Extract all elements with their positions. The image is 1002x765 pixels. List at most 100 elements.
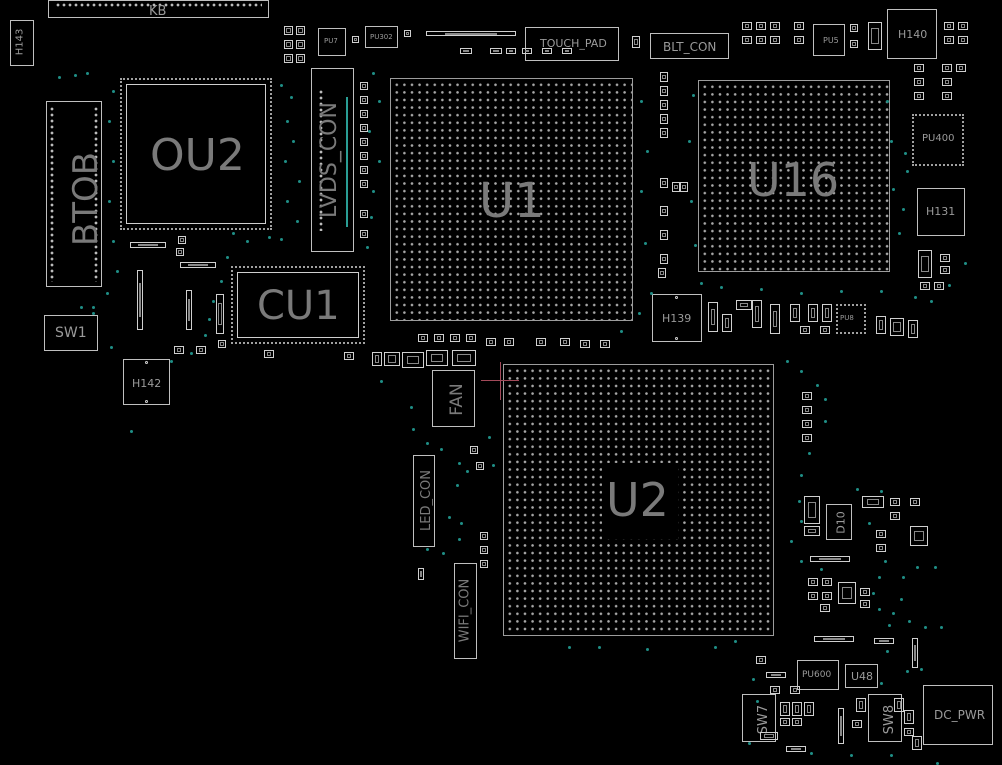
- d10-diode[interactable]: D10: [826, 504, 852, 540]
- passive-component[interactable]: [736, 300, 752, 310]
- passive-component[interactable]: [780, 702, 790, 716]
- passive-component[interactable]: [708, 302, 718, 332]
- passive-component[interactable]: [942, 78, 952, 86]
- passive-component[interactable]: [804, 702, 814, 716]
- passive-component[interactable]: [942, 92, 952, 100]
- pu5-part[interactable]: PU5: [813, 24, 845, 56]
- passive-component[interactable]: [632, 36, 640, 48]
- passive-component[interactable]: [218, 340, 226, 348]
- u48-part[interactable]: U48: [845, 664, 878, 688]
- passive-component[interactable]: [756, 656, 766, 664]
- passive-component[interactable]: [894, 698, 904, 712]
- passive-component[interactable]: [742, 22, 752, 30]
- passive-component[interactable]: [792, 718, 802, 726]
- passive-component[interactable]: [176, 248, 184, 256]
- passive-component[interactable]: [360, 82, 368, 90]
- passive-component[interactable]: [434, 334, 444, 342]
- passive-component[interactable]: [186, 290, 192, 330]
- passive-component[interactable]: [476, 462, 484, 470]
- passive-component[interactable]: [910, 526, 928, 546]
- passive-component[interactable]: [802, 434, 812, 442]
- passive-component[interactable]: [360, 152, 368, 160]
- wifi-connector[interactable]: WIFI_CON: [454, 563, 477, 659]
- passive-component[interactable]: [850, 40, 858, 48]
- passive-component[interactable]: [562, 48, 572, 54]
- passive-component[interactable]: [942, 64, 952, 72]
- passive-component[interactable]: [660, 114, 668, 124]
- passive-component[interactable]: [800, 326, 810, 334]
- passive-component[interactable]: [904, 728, 914, 736]
- passive-component[interactable]: [820, 604, 830, 612]
- passive-component[interactable]: [868, 22, 882, 50]
- passive-component[interactable]: [360, 230, 368, 238]
- passive-component[interactable]: [284, 26, 293, 35]
- passive-component[interactable]: [802, 392, 812, 400]
- passive-component[interactable]: [178, 236, 186, 244]
- touch-pad-connector[interactable]: TOUCH_PAD: [525, 27, 619, 61]
- passive-component[interactable]: [940, 254, 950, 262]
- passive-component[interactable]: [504, 338, 514, 346]
- passive-component[interactable]: [756, 36, 766, 44]
- passive-component[interactable]: [756, 22, 766, 30]
- passive-component[interactable]: [918, 250, 932, 278]
- sw8-switch[interactable]: SW8: [868, 694, 902, 742]
- passive-component[interactable]: [344, 352, 354, 360]
- passive-component[interactable]: [904, 710, 914, 724]
- passive-component[interactable]: [480, 560, 488, 568]
- passive-component[interactable]: [137, 270, 143, 330]
- passive-component[interactable]: [486, 338, 496, 346]
- btob-connector[interactable]: BTOB: [46, 101, 106, 287]
- passive-component[interactable]: [180, 262, 216, 268]
- passive-component[interactable]: [522, 48, 532, 54]
- passive-component[interactable]: [284, 40, 293, 49]
- passive-component[interactable]: [920, 282, 930, 290]
- h131-mounting-hole[interactable]: H131: [917, 188, 965, 236]
- pu400-part[interactable]: PU400: [912, 114, 964, 166]
- passive-component[interactable]: [890, 318, 904, 336]
- dc-pwr-connector[interactable]: DC_PWR: [923, 685, 993, 745]
- passive-component[interactable]: [418, 334, 428, 342]
- passive-component[interactable]: [680, 182, 688, 192]
- passive-component[interactable]: [174, 346, 184, 354]
- passive-component[interactable]: [490, 48, 502, 54]
- passive-component[interactable]: [480, 546, 488, 554]
- passive-component[interactable]: [822, 592, 832, 600]
- passive-component[interactable]: [418, 568, 424, 580]
- passive-component[interactable]: [360, 96, 368, 104]
- passive-component[interactable]: [660, 100, 668, 110]
- passive-component[interactable]: [450, 334, 460, 342]
- u16-chip[interactable]: U16: [698, 80, 890, 272]
- h142-mounting-hole[interactable]: H142: [123, 359, 170, 405]
- passive-component[interactable]: [506, 48, 516, 54]
- passive-component[interactable]: [814, 636, 854, 642]
- passive-component[interactable]: [296, 54, 305, 63]
- passive-component[interactable]: [914, 92, 924, 100]
- passive-component[interactable]: [822, 578, 832, 586]
- passive-component[interactable]: [792, 702, 802, 716]
- pu302-part[interactable]: PU302: [365, 26, 398, 48]
- fan-connector[interactable]: FAN: [432, 370, 475, 427]
- passive-component[interactable]: [672, 182, 680, 192]
- passive-component[interactable]: [914, 78, 924, 86]
- led-connector[interactable]: LED_CON: [413, 455, 435, 547]
- passive-component[interactable]: [360, 138, 368, 146]
- passive-component[interactable]: [808, 578, 818, 586]
- passive-component[interactable]: [426, 350, 448, 366]
- passive-component[interactable]: [914, 64, 924, 72]
- passive-component[interactable]: [810, 556, 850, 562]
- passive-component[interactable]: [480, 532, 488, 540]
- passive-component[interactable]: [384, 352, 400, 366]
- passive-component[interactable]: [770, 686, 780, 694]
- ou2-chip[interactable]: OU2: [120, 78, 272, 230]
- passive-component[interactable]: [820, 326, 830, 334]
- passive-component[interactable]: [876, 530, 886, 538]
- passive-component[interactable]: [542, 48, 552, 54]
- passive-component[interactable]: [876, 316, 886, 334]
- passive-component[interactable]: [944, 36, 954, 44]
- passive-component[interactable]: [536, 338, 546, 346]
- pu7-part[interactable]: PU7: [318, 28, 346, 56]
- passive-component[interactable]: [660, 230, 668, 240]
- passive-component[interactable]: [822, 304, 832, 322]
- passive-component[interactable]: [296, 26, 305, 35]
